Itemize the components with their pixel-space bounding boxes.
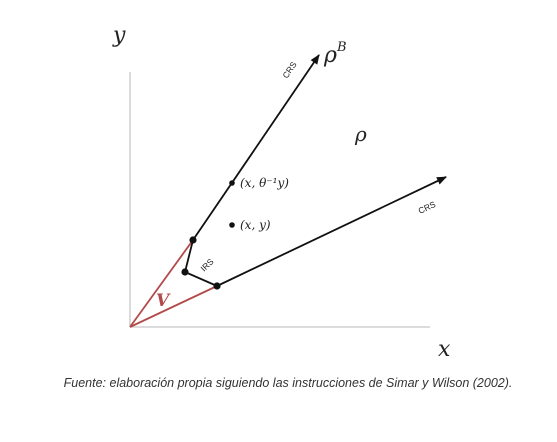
- frontier-vertex-upper: [189, 236, 197, 244]
- rho-b-base: ρ: [323, 43, 337, 68]
- v-line-upper: [129, 239, 194, 328]
- projection-point-label: (x, θ⁻¹y): [240, 176, 289, 190]
- x-axis-label: x: [438, 337, 451, 362]
- rho-b-superscript: B: [336, 40, 347, 55]
- frontier-vertex-middle: [181, 268, 189, 276]
- observation-point-label: (x, y): [240, 218, 271, 232]
- projection-point: [229, 180, 235, 186]
- rho-label: ρ: [354, 122, 367, 146]
- rho-b-label: ρB: [323, 40, 347, 68]
- y-axis-label: y: [112, 23, 126, 48]
- crs-label-lower: CRS: [417, 199, 438, 216]
- v-label: V: [156, 291, 171, 311]
- frontier-vertex-lower: [213, 282, 221, 290]
- figure-caption: Fuente: elaboración propia siguiendo las…: [63, 376, 513, 390]
- crs-label-upper: CRS: [280, 59, 299, 80]
- observation-point: [229, 222, 235, 228]
- v-line-lower: [129, 285, 218, 328]
- crs-ray-upper: [192, 54, 320, 241]
- irs-label: IRS: [198, 256, 215, 273]
- crs-ray-lower: [216, 176, 447, 287]
